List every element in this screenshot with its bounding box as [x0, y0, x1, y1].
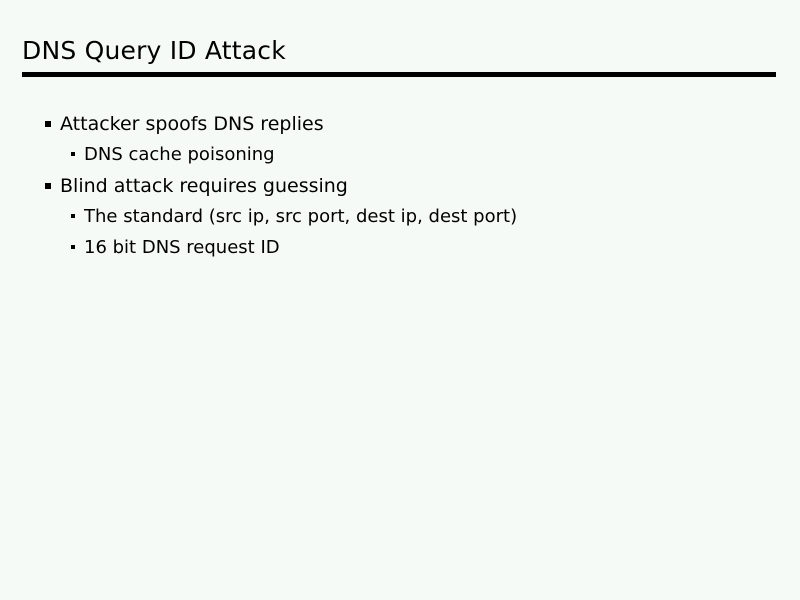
square-bullet-icon: [71, 214, 75, 218]
list-item: 16 bit DNS request ID: [0, 234, 800, 265]
square-bullet-icon: [45, 183, 51, 189]
list-item: Blind attack requires guessing: [0, 172, 800, 203]
square-bullet-icon: [71, 152, 75, 156]
page-title: DNS Query ID Attack: [22, 36, 286, 65]
list-item-label: Attacker spoofs DNS replies: [60, 113, 324, 135]
list-item: The standard (src ip, src port, dest ip,…: [0, 203, 800, 234]
list-item-label: 16 bit DNS request ID: [84, 237, 280, 258]
bullet-list: Attacker spoofs DNS replies DNS cache po…: [0, 110, 800, 265]
slide-title-block: DNS Query ID Attack: [22, 34, 778, 68]
list-item-label: The standard (src ip, src port, dest ip,…: [84, 206, 518, 227]
list-item-label: Blind attack requires guessing: [60, 175, 348, 197]
square-bullet-icon: [45, 121, 51, 127]
list-item: DNS cache poisoning: [0, 141, 800, 172]
list-item: Attacker spoofs DNS replies: [0, 110, 800, 141]
square-bullet-icon: [71, 245, 75, 249]
title-divider-rule: [22, 72, 776, 77]
list-item-label: DNS cache poisoning: [84, 144, 275, 165]
